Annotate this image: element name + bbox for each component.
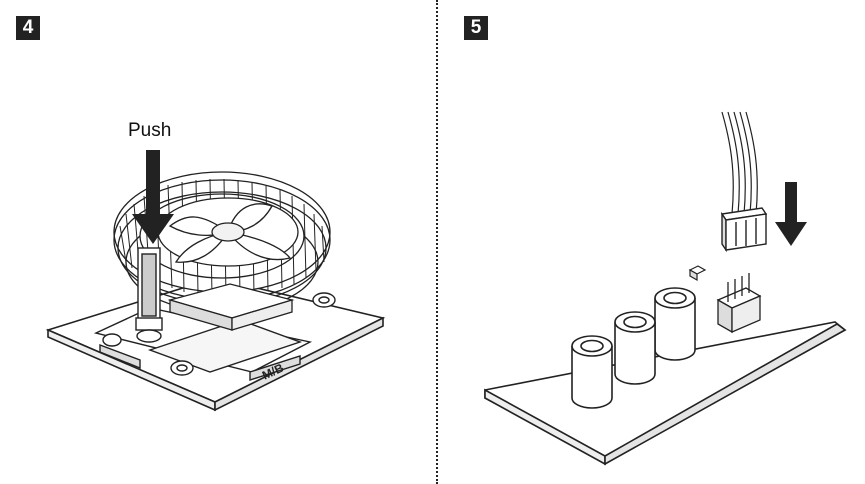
capacitors xyxy=(571,287,696,409)
step-4-panel: 4 Push M/B xyxy=(16,16,386,412)
small-chip xyxy=(688,265,707,282)
push-label: Push xyxy=(128,120,172,141)
corner-screws xyxy=(102,292,336,376)
push-pin-clip xyxy=(135,247,163,343)
step-5-panel: 5 xyxy=(440,0,865,484)
step-4-badge: 4 xyxy=(16,16,40,40)
motherboard-board xyxy=(484,321,847,466)
fan-blades xyxy=(157,197,299,267)
down-arrow-icon xyxy=(775,182,807,246)
panel-divider xyxy=(436,0,438,484)
heatsink-base xyxy=(167,283,295,331)
step-5-badge: 5 xyxy=(464,16,488,40)
fan-cable xyxy=(721,111,758,215)
down-arrow-icon xyxy=(132,150,174,244)
fan-cable-connector xyxy=(720,207,768,253)
fan-connector-illustration xyxy=(484,111,847,466)
cpu-cooler-illustration: M/B xyxy=(45,150,386,412)
fan-header xyxy=(716,273,762,334)
